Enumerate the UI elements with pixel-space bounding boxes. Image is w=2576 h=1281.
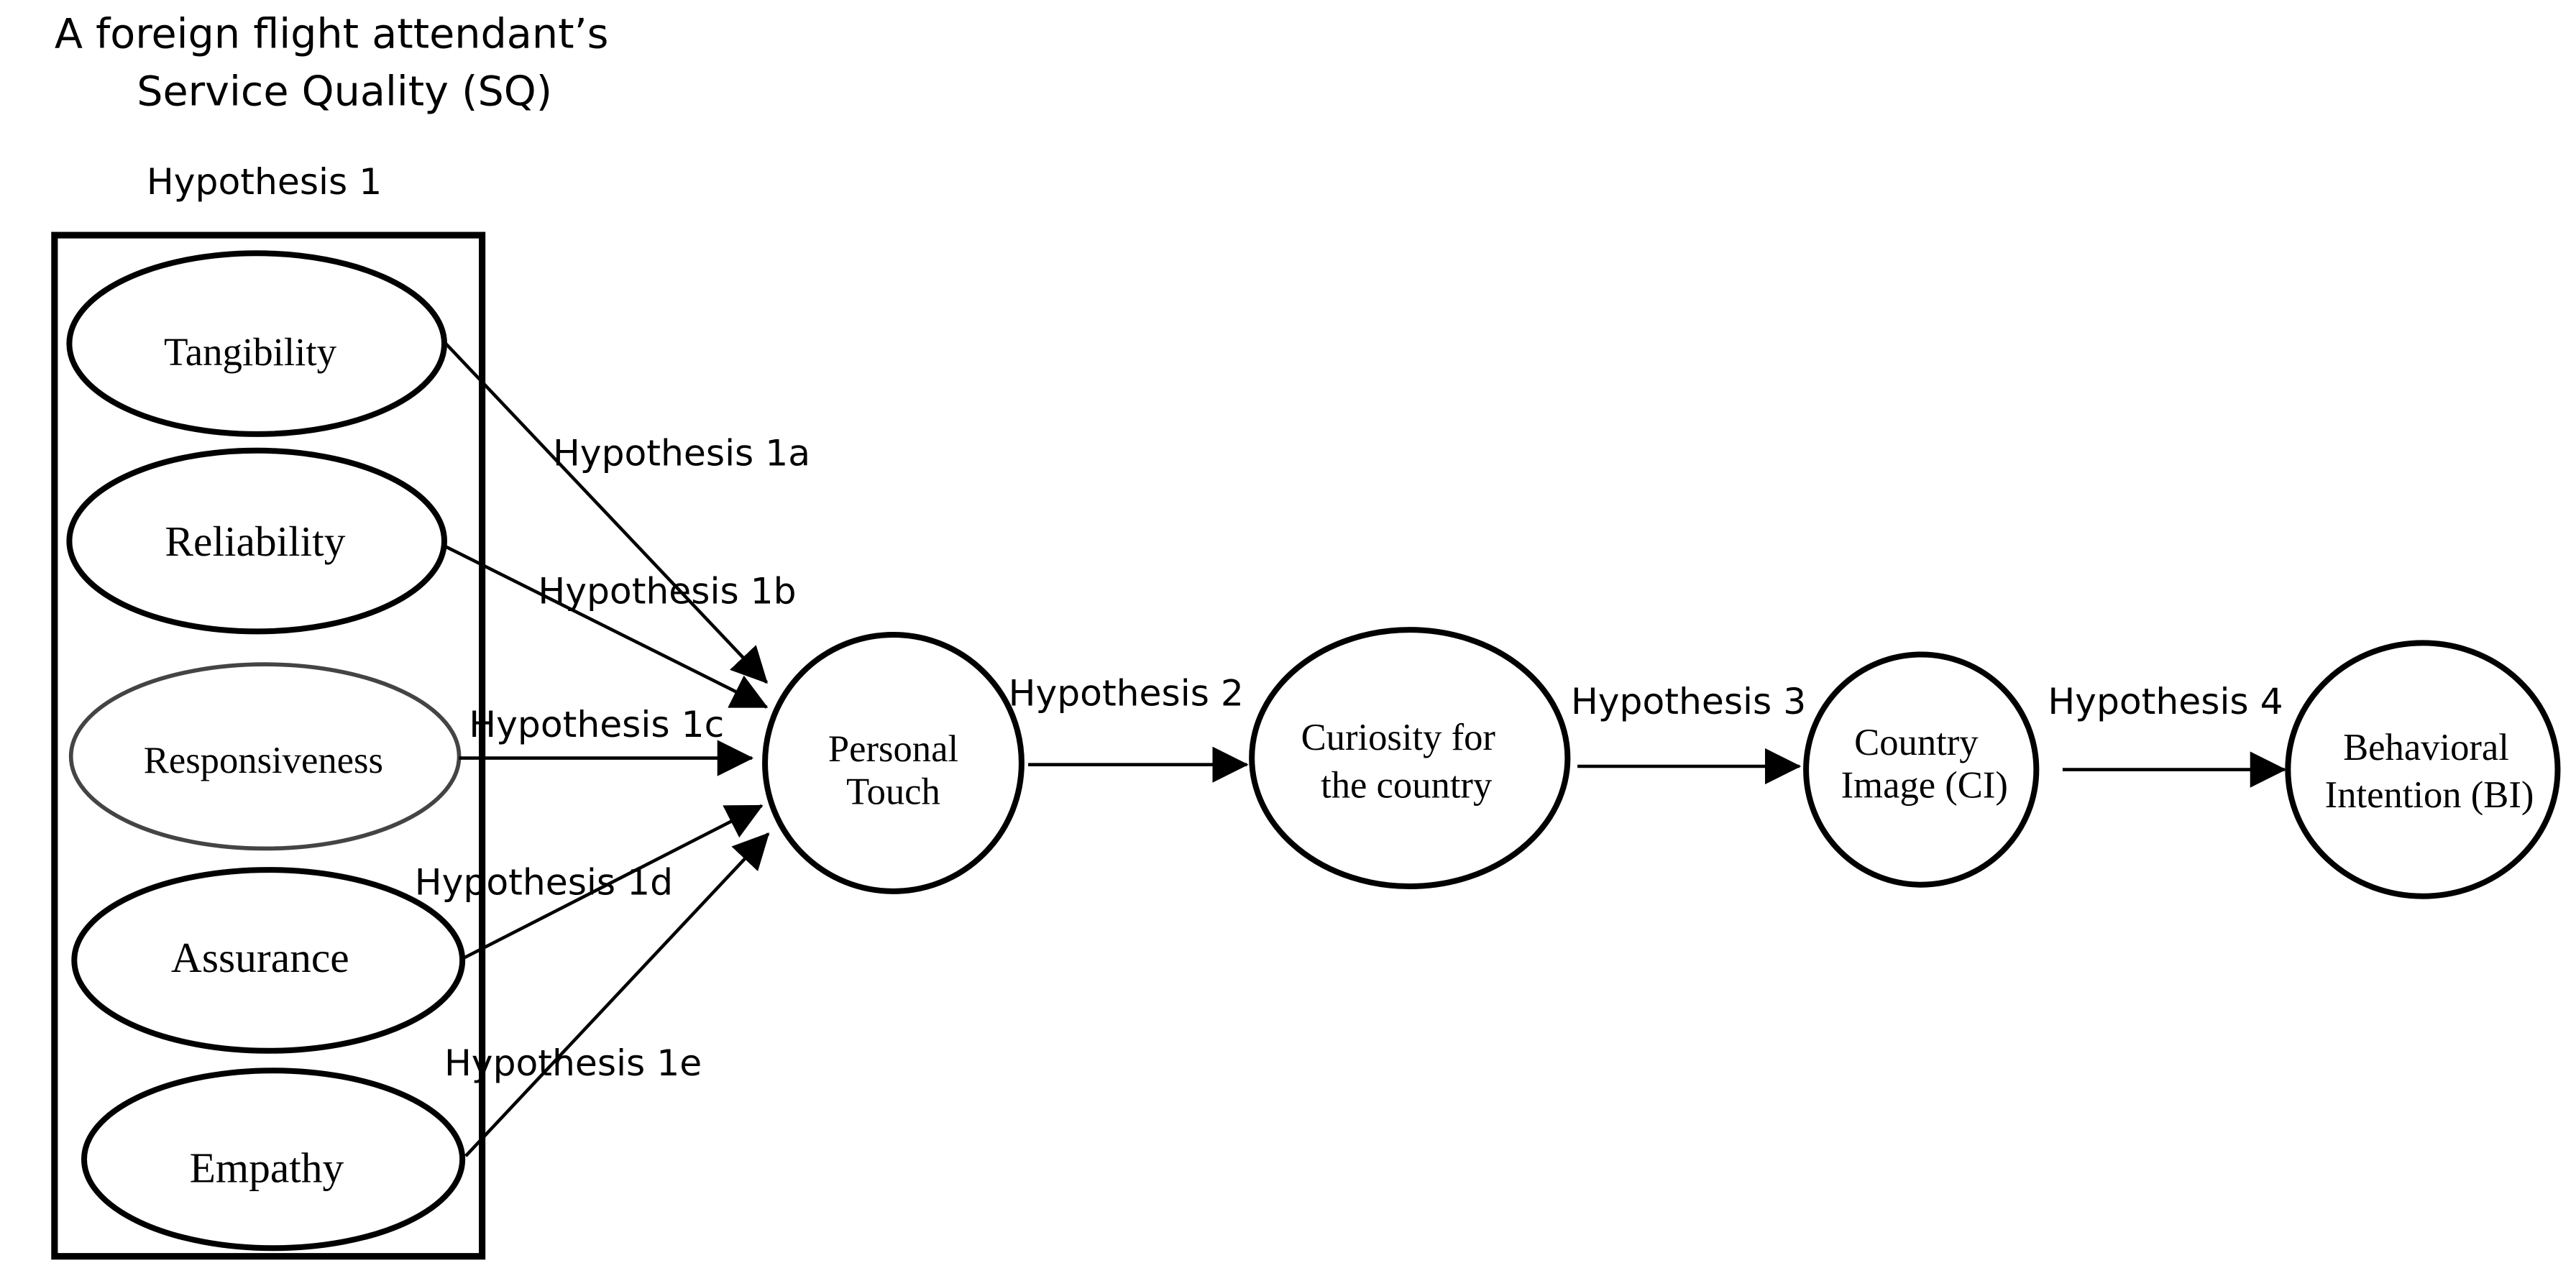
country-image-label-line2: Image (CI) bbox=[1841, 764, 2008, 806]
sq-node-reliability-label: Reliability bbox=[165, 518, 345, 565]
label-h4: Hypothesis 4 bbox=[2048, 680, 2283, 722]
sq-node-tangibility: Tangibility bbox=[66, 250, 447, 437]
arrow-h1d bbox=[462, 804, 764, 960]
sq-node-responsiveness: Responsiveness bbox=[68, 662, 462, 851]
country-image-label-line1: Country bbox=[1854, 722, 1979, 763]
label-h2: Hypothesis 2 bbox=[1009, 671, 1244, 714]
sq-node-reliability: Reliability bbox=[66, 447, 447, 635]
curiosity-label-line1: Curiosity for bbox=[1301, 717, 1496, 758]
construct-personal-touch: Personal Touch bbox=[762, 631, 1025, 894]
sq-group-label: Hypothesis 1 bbox=[147, 160, 382, 203]
behavioral-intention-label-line2: Intention (BI) bbox=[2325, 774, 2534, 816]
label-h1d: Hypothesis 1d bbox=[415, 860, 673, 903]
curiosity-label-line2: the country bbox=[1321, 764, 1493, 806]
label-h1e: Hypothesis 1e bbox=[444, 1042, 702, 1084]
arrow-h1b bbox=[443, 544, 769, 709]
label-h3: Hypothesis 3 bbox=[1571, 680, 1806, 722]
label-h1a: Hypothesis 1a bbox=[553, 431, 810, 474]
construct-behavioral-intention: Behavioral Intention (BI) bbox=[2285, 640, 2561, 899]
sq-node-assurance: Assurance bbox=[71, 867, 466, 1054]
arrow-h1a bbox=[443, 341, 769, 684]
construct-country-image: Country Image (CI) bbox=[1803, 651, 2040, 888]
label-h1c: Hypothesis 1c bbox=[469, 703, 724, 745]
personal-touch-label-line1: Personal bbox=[828, 728, 958, 770]
behavioral-intention-label-line1: Behavioral bbox=[2343, 727, 2509, 768]
personal-touch-label-line2: Touch bbox=[846, 771, 940, 813]
sq-node-empathy-label: Empathy bbox=[190, 1144, 344, 1192]
sq-dimensions-box bbox=[51, 231, 486, 1260]
arrow-h1e bbox=[464, 832, 770, 1157]
diagram-title-line2: Service Quality (SQ) bbox=[137, 68, 552, 115]
sq-node-responsiveness-label: Responsiveness bbox=[144, 740, 383, 781]
sq-node-assurance-label: Assurance bbox=[171, 934, 349, 981]
label-h1b: Hypothesis 1b bbox=[538, 570, 796, 612]
diagram-title-line1: A foreign flight attendant’s bbox=[55, 10, 609, 58]
sq-node-empathy: Empathy bbox=[81, 1068, 466, 1252]
construct-curiosity: Curiosity for the country bbox=[1249, 627, 1571, 889]
sq-node-tangibility-label: Tangibility bbox=[164, 330, 337, 374]
